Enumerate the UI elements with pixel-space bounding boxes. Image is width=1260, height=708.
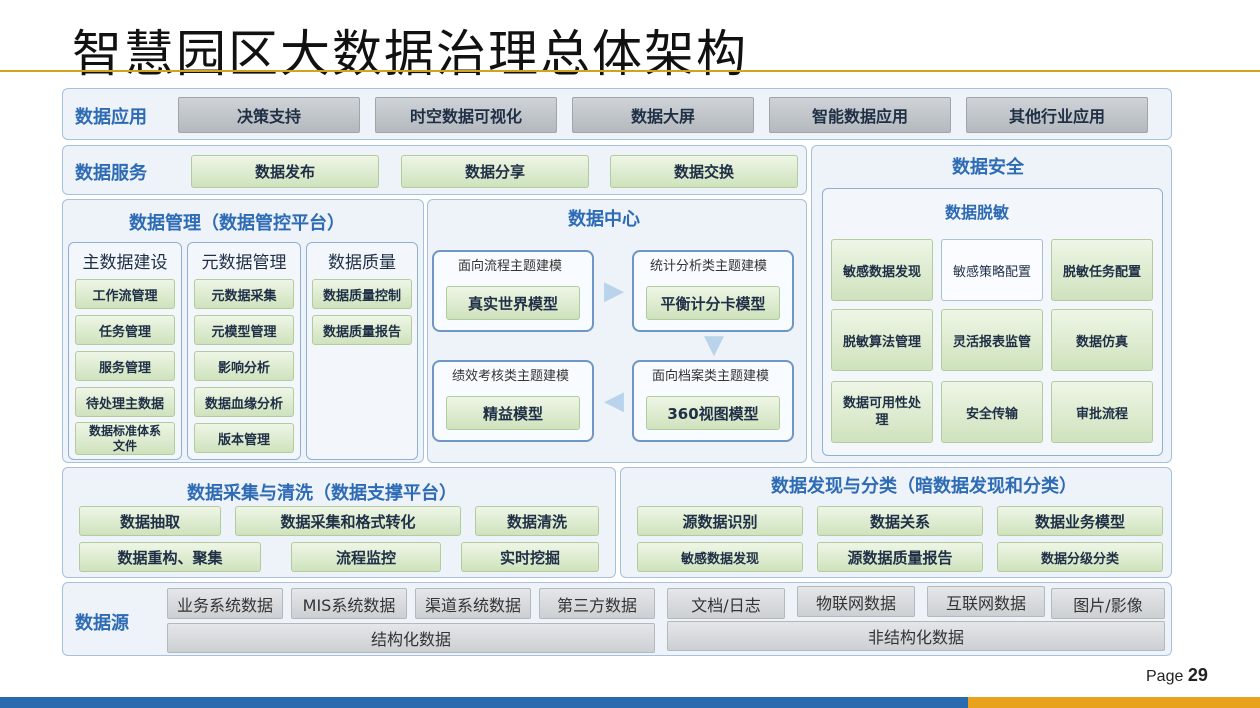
service-item: 数据交换 <box>610 155 798 188</box>
discovery-item: 数据关系 <box>817 506 983 536</box>
management-item: 元模型管理 <box>194 315 294 345</box>
quality-column: 数据质量 数据质量控制 数据质量报告 <box>306 242 418 460</box>
collection-item: 数据重构、聚集 <box>79 542 261 572</box>
security-item: 数据仿真 <box>1051 309 1153 371</box>
app-item: 时空数据可视化 <box>375 97 557 133</box>
source-item: 图片/影像 <box>1051 588 1165 619</box>
discovery-item: 数据分级分类 <box>997 542 1163 572</box>
page-number: Page 29 <box>1146 665 1208 686</box>
security-label: 数据安全 <box>952 157 1024 178</box>
app-layer-label: 数据应用 <box>75 107 147 128</box>
collection-panel: 数据采集与清洗（数据支撑平台） 数据抽取 数据采集和格式转化 数据清洗 数据重构… <box>62 467 616 578</box>
arrow-down-icon: ▼ <box>704 330 724 360</box>
metadata-column: 元数据管理 元数据采集 元模型管理 影响分析 数据血缘分析 版本管理 <box>187 242 301 460</box>
title-divider <box>0 70 1260 72</box>
management-item: 任务管理 <box>75 315 175 345</box>
model-box: 精益模型 <box>446 396 580 430</box>
management-label: 数据管理（数据管控平台） <box>129 213 345 234</box>
source-item: 第三方数据 <box>539 588 655 619</box>
service-item: 数据分享 <box>401 155 589 188</box>
model-caption: 绩效考核类主题建模 <box>452 369 570 384</box>
discovery-item: 源数据质量报告 <box>817 542 983 572</box>
model-box: 真实世界模型 <box>446 286 580 320</box>
management-item: 版本管理 <box>194 423 294 453</box>
footer-bar-orange <box>968 697 1260 708</box>
source-group-unstructured: 非结构化数据 <box>667 621 1165 651</box>
column-title: 主数据建设 <box>82 253 168 273</box>
management-item: 服务管理 <box>75 351 175 381</box>
security-item: 敏感策略配置 <box>941 239 1043 301</box>
model-frame: 统计分析类主题建模 平衡计分卡模型 <box>632 250 794 332</box>
security-item: 灵活报表监管 <box>941 309 1043 371</box>
management-item: 数据血缘分析 <box>194 387 294 417</box>
page-number-value: 29 <box>1187 665 1208 685</box>
management-item: 工作流管理 <box>75 279 175 309</box>
discovery-panel: 数据发现与分类（暗数据发现和分类） 源数据识别 数据关系 数据业务模型 敏感数据… <box>620 467 1172 578</box>
slide-title: 智慧园区大数据治理总体架构 <box>72 25 748 76</box>
management-item: 待处理主数据 <box>75 387 175 417</box>
collection-item: 数据清洗 <box>475 506 599 536</box>
service-item: 数据发布 <box>191 155 379 188</box>
collection-item: 数据抽取 <box>79 506 221 536</box>
discovery-item: 数据业务模型 <box>997 506 1163 536</box>
discovery-item: 源数据识别 <box>637 506 803 536</box>
source-item: 文档/日志 <box>667 588 785 619</box>
model-caption: 统计分析类主题建模 <box>650 259 768 274</box>
security-item: 敏感数据发现 <box>831 239 933 301</box>
model-frame: 面向档案类主题建模 360视图模型 <box>632 360 794 442</box>
collection-item: 流程监控 <box>291 542 441 572</box>
collection-item: 数据采集和格式转化 <box>235 506 461 536</box>
app-item: 智能数据应用 <box>769 97 951 133</box>
security-item: 脱敏任务配置 <box>1051 239 1153 301</box>
collection-item: 实时挖掘 <box>461 542 599 572</box>
app-layer-panel: 数据应用 决策支持 时空数据可视化 数据大屏 智能数据应用 其他行业应用 <box>62 88 1172 140</box>
masking-label: 数据脱敏 <box>945 203 1010 222</box>
arrow-right-icon: ▶ <box>604 276 624 306</box>
data-center-panel: 数据中心 面向流程主题建模 真实世界模型 统计分析类主题建模 平衡计分卡模型 绩… <box>427 199 807 463</box>
app-item: 其他行业应用 <box>966 97 1148 133</box>
source-group-structured: 结构化数据 <box>167 623 655 653</box>
column-title: 元数据管理 <box>201 253 287 273</box>
model-box: 平衡计分卡模型 <box>646 286 780 320</box>
security-item: 审批流程 <box>1051 381 1153 443</box>
column-title: 数据质量 <box>328 253 396 273</box>
source-item: 业务系统数据 <box>167 588 283 619</box>
arrow-left-icon: ◀ <box>604 386 624 416</box>
data-center-label: 数据中心 <box>568 209 640 230</box>
security-item: 数据可用性处理 <box>831 381 933 443</box>
source-item: 渠道系统数据 <box>415 588 531 619</box>
app-item: 数据大屏 <box>572 97 754 133</box>
security-item: 安全传输 <box>941 381 1043 443</box>
management-item: 数据标准体系文件 <box>75 422 175 455</box>
source-item: 物联网数据 <box>797 586 915 617</box>
model-caption: 面向档案类主题建模 <box>652 369 770 384</box>
discovery-item: 敏感数据发现 <box>637 542 803 572</box>
sources-label: 数据源 <box>75 613 129 634</box>
master-data-column: 主数据建设 工作流管理 任务管理 服务管理 待处理主数据 数据标准体系文件 <box>68 242 182 460</box>
source-item: 互联网数据 <box>927 586 1045 617</box>
sources-panel: 数据源 业务系统数据 MIS系统数据 渠道系统数据 第三方数据 结构化数据 文档… <box>62 582 1172 656</box>
model-frame: 绩效考核类主题建模 精益模型 <box>432 360 594 442</box>
discovery-label: 数据发现与分类（暗数据发现和分类） <box>771 476 1077 497</box>
model-caption: 面向流程主题建模 <box>458 259 563 274</box>
masking-panel: 数据脱敏 敏感数据发现 敏感策略配置 脱敏任务配置 脱敏算法管理 灵活报表监管 … <box>822 188 1163 456</box>
page-prefix: Page <box>1146 668 1184 685</box>
service-layer-panel: 数据服务 数据发布 数据分享 数据交换 <box>62 145 807 195</box>
footer-bar-blue <box>0 697 968 708</box>
management-item: 数据质量报告 <box>312 315 412 345</box>
app-item: 决策支持 <box>178 97 360 133</box>
collection-label: 数据采集与清洗（数据支撑平台） <box>187 483 457 504</box>
security-item: 脱敏算法管理 <box>831 309 933 371</box>
model-frame: 面向流程主题建模 真实世界模型 <box>432 250 594 332</box>
service-layer-label: 数据服务 <box>75 163 147 184</box>
management-item: 影响分析 <box>194 351 294 381</box>
management-item: 元数据采集 <box>194 279 294 309</box>
source-item: MIS系统数据 <box>291 588 407 619</box>
model-box: 360视图模型 <box>646 396 780 430</box>
security-panel: 数据安全 数据脱敏 敏感数据发现 敏感策略配置 脱敏任务配置 脱敏算法管理 灵活… <box>811 145 1172 463</box>
management-panel: 数据管理（数据管控平台） 主数据建设 工作流管理 任务管理 服务管理 待处理主数… <box>62 199 424 463</box>
management-item: 数据质量控制 <box>312 279 412 309</box>
